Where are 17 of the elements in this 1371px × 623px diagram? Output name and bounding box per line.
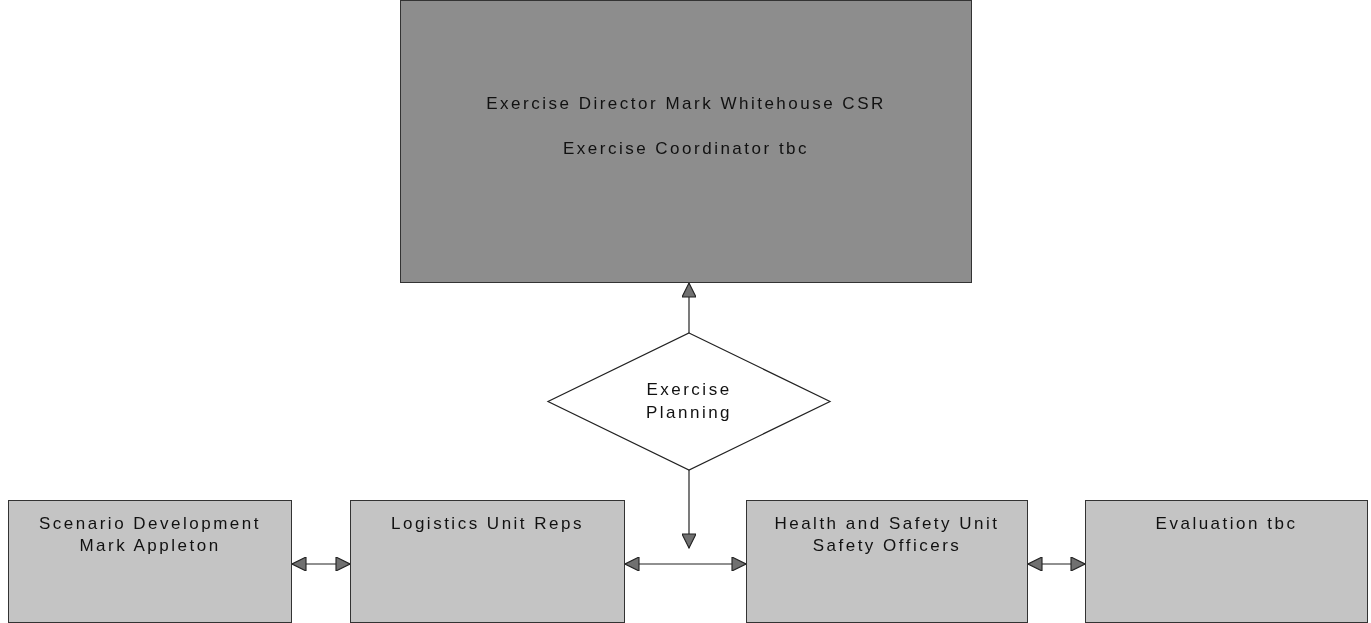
node-text: Health and Safety Unit Safety Officers bbox=[773, 513, 1001, 558]
node-text: Exercise Coordinator tbc bbox=[562, 137, 810, 160]
node-text: Scenario Development Mark Appleton bbox=[38, 513, 262, 558]
process-box bbox=[400, 0, 972, 283]
connector-arrow bbox=[624, 556, 747, 572]
process-box bbox=[8, 500, 292, 623]
connector-arrow bbox=[681, 282, 697, 334]
process-box bbox=[350, 500, 625, 623]
node-text: Logistics Unit Reps bbox=[391, 513, 584, 535]
connector-arrow bbox=[291, 556, 351, 572]
node-text: Exercise Director Mark Whitehouse CSR bbox=[486, 93, 886, 116]
process-box bbox=[746, 500, 1028, 623]
process-box bbox=[1085, 500, 1368, 623]
node-text: Exercise Planning bbox=[644, 379, 734, 424]
connector-arrow bbox=[1027, 556, 1086, 572]
node-text: Evaluation tbc bbox=[1155, 513, 1298, 535]
connector-arrow bbox=[681, 469, 697, 549]
